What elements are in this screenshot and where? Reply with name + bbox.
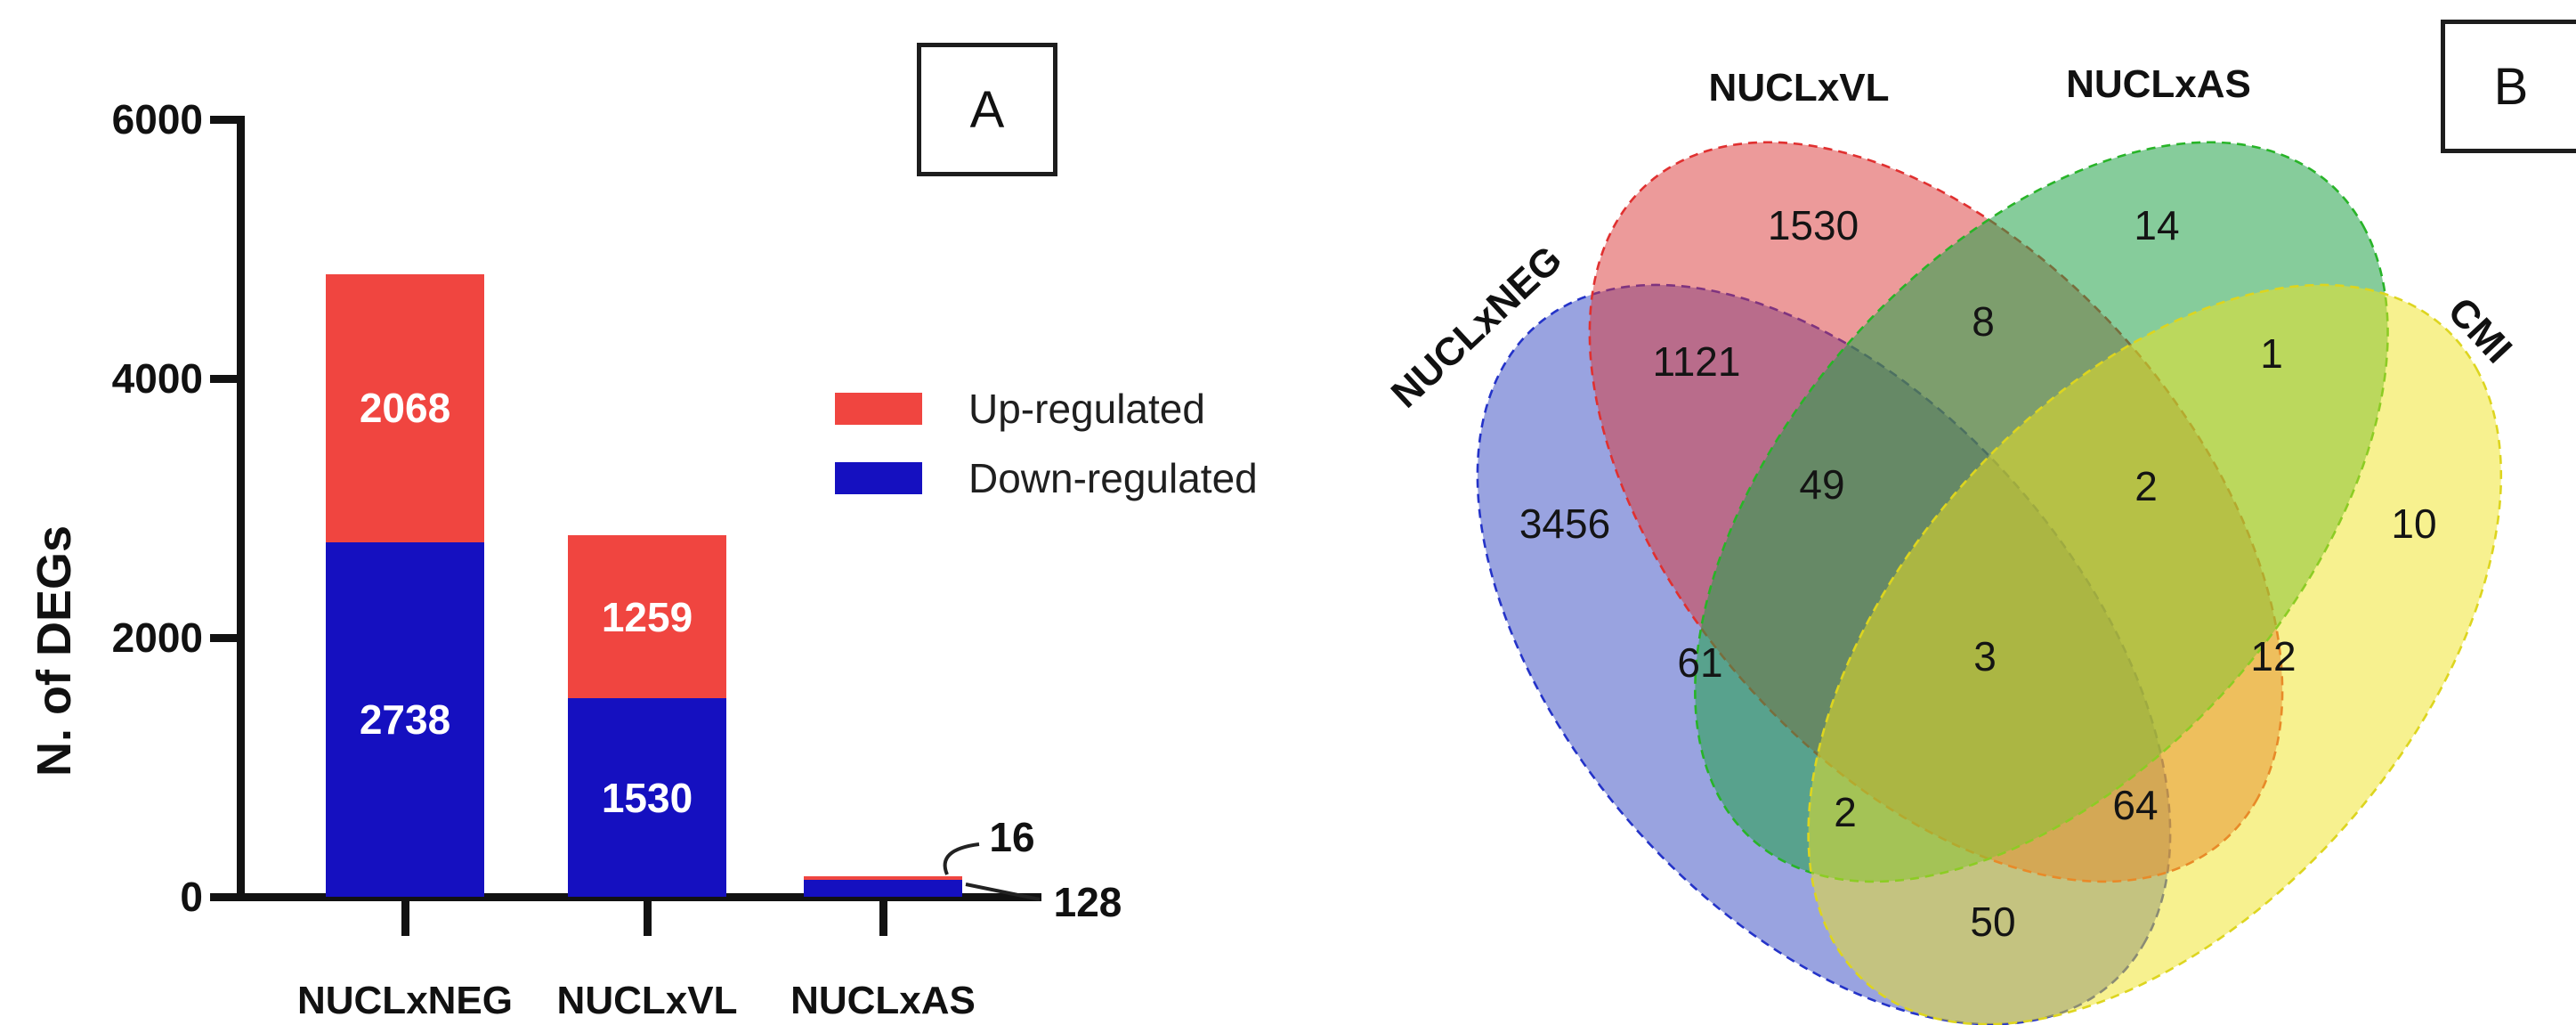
x-tick-mark (644, 897, 652, 936)
venn-count-nuclxvl-nuclxas: 8 (1972, 298, 1995, 345)
venn-set-label-nuclxvl: NUCLxVL (1709, 66, 1890, 110)
x-category-label: NUCLxNEG (296, 979, 514, 1022)
venn-count-nuclxneg-only: 3456 (1519, 500, 1610, 547)
bar-value-label: 2738 (359, 696, 451, 743)
venn-count-nuclxas-cmi: 1 (2260, 330, 2283, 377)
y-tick-label: 6000 (111, 96, 203, 142)
x-category-label: NUCLxVL (556, 979, 738, 1022)
y-tick-mark (210, 634, 237, 642)
bar-value-label: 2068 (359, 385, 451, 432)
venn-count-nuclxvl-only: 1530 (1768, 202, 1859, 248)
venn-count-nuclxneg-cmi: 50 (1970, 899, 2015, 945)
venn-count-nuclxneg-nuclxvl-cmi: 64 (2112, 782, 2158, 828)
x-category-label: NUCLxAS (790, 979, 976, 1022)
bar-segment-up-regulated (568, 535, 726, 699)
y-tick-label: 0 (180, 874, 203, 920)
venn-count-all-four: 3 (1973, 633, 1997, 679)
venn-svg: NUCLxNEG NUCLxVL NUCLxAS CMI 3456 1530 1… (1282, 0, 2576, 1025)
bar-value-label: 1259 (601, 593, 693, 640)
venn-count-nuclxneg-nuclxas-cmi: 2 (1834, 789, 1857, 835)
legend-label-down-regulated: Down-regulated (968, 455, 1258, 501)
venn-count-nuclxneg-nuclxvl-nuclxas: 49 (1799, 461, 1844, 508)
x-axis-line (233, 893, 1041, 901)
legend: Up-regulated Down-regulated (835, 386, 1298, 501)
venn-count-cmi-only: 10 (2391, 500, 2436, 547)
venn-count-nuclxas-only: 14 (2134, 202, 2179, 248)
y-tick-mark (210, 116, 237, 124)
bar-segment-down-regulated (326, 541, 484, 897)
legend-swatch-down-regulated (835, 462, 922, 494)
annotation-128: 128 (1053, 879, 1122, 925)
legend-swatch-up-regulated (835, 393, 922, 425)
venn-ellipses (1373, 0, 2576, 1025)
panel-b-venn-diagram: NUCLxNEG NUCLxVL NUCLxAS CMI 3456 1530 1… (1282, 0, 2576, 1025)
leader-line-16 (943, 842, 980, 875)
bar-segment-up-regulated (804, 876, 962, 881)
legend-label-up-regulated: Up-regulated (968, 386, 1205, 432)
x-tick-mark (401, 897, 409, 936)
venn-ellipse-cmi (1705, 134, 2576, 1025)
venn-count-nuclxneg-nuclxvl: 1121 (1653, 338, 1741, 385)
panel-b-letter: B (2493, 57, 2529, 116)
venn-count-nuclxneg-nuclxas: 61 (1677, 639, 1722, 686)
y-tick-label: 4000 (111, 355, 203, 402)
venn-set-label-nuclxas: NUCLxAS (2066, 62, 2251, 106)
venn-count-nuclxvl-nuclxas-cmi: 2 (2135, 463, 2158, 509)
y-tick-label: 2000 (111, 614, 203, 661)
bar-segment-up-regulated (326, 273, 484, 542)
bar-segment-down-regulated (804, 880, 962, 897)
bar-segment-down-regulated (568, 698, 726, 897)
panel-b-label-box: B (2441, 20, 2576, 153)
panel-a-label-box: A (917, 43, 1057, 176)
annotation-16: 16 (989, 814, 1035, 860)
bar-value-label: 1530 (601, 774, 693, 821)
y-axis-line (237, 116, 245, 901)
x-tick-mark (879, 897, 887, 936)
y-tick-mark (210, 375, 237, 383)
venn-count-nuclxvl-cmi: 12 (2250, 633, 2296, 679)
y-tick-mark (210, 893, 237, 901)
panel-a-letter: A (969, 80, 1005, 139)
